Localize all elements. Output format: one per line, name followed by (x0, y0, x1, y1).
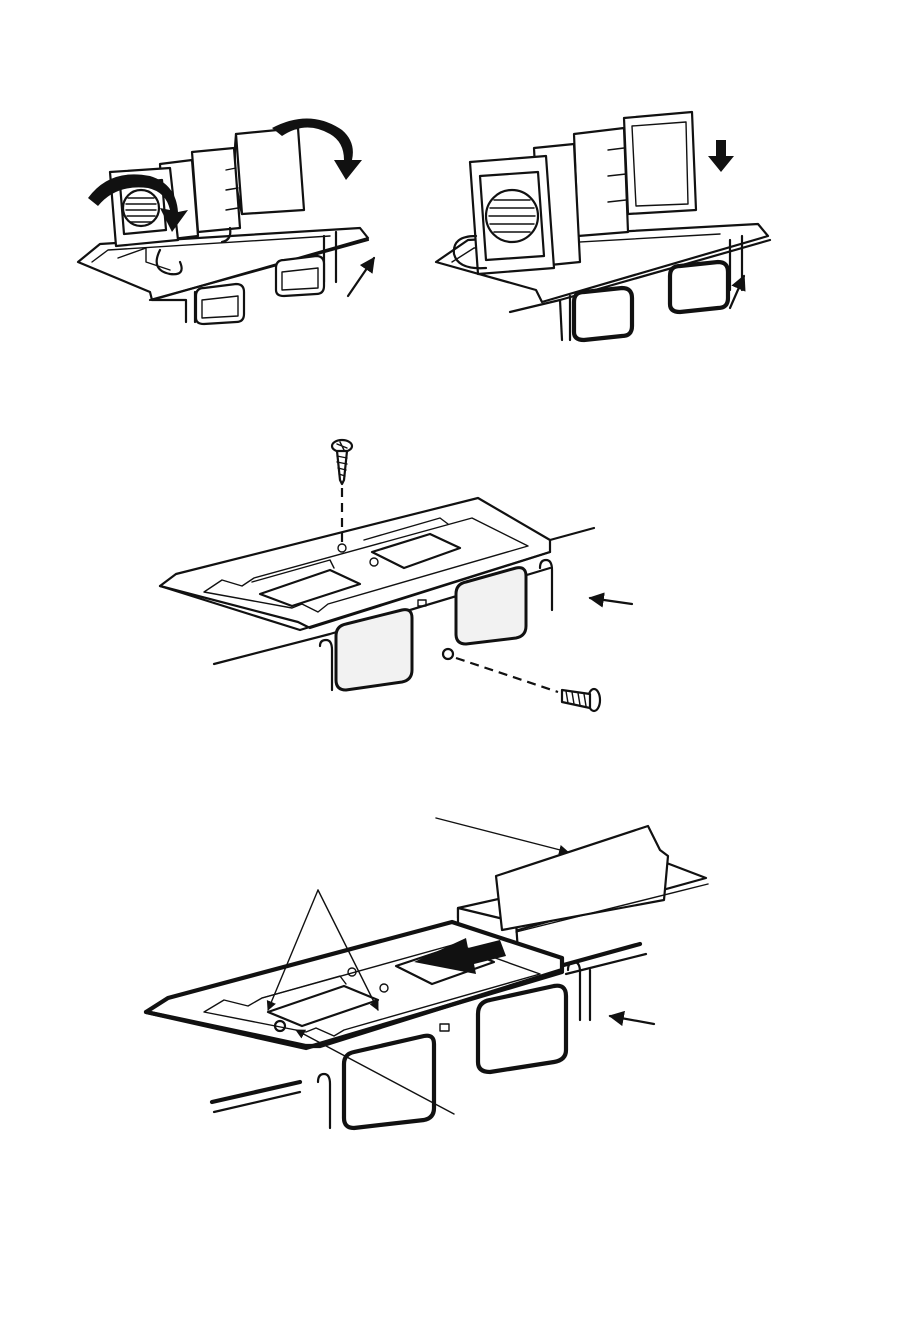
vent-window-left (574, 288, 632, 340)
pointer-arrow-4 (610, 1016, 654, 1024)
vent-window-right (478, 986, 566, 1072)
figure-3-remove-screws (160, 440, 632, 711)
vent-window-right (670, 262, 728, 312)
figure-4-slide-plate (146, 818, 708, 1128)
down-arrow (708, 140, 734, 172)
screw-top (332, 440, 352, 484)
vent-window-right (276, 256, 324, 296)
screw-hole (443, 649, 453, 659)
pointer-arrow-1 (348, 258, 374, 296)
cover-panel (458, 826, 708, 952)
vent-window-left (196, 284, 244, 324)
pointer-arrow-2 (730, 276, 744, 308)
figure-2-lower-motor (436, 112, 770, 340)
screw-path-side (456, 658, 558, 692)
figure-1-rotate-motor (78, 118, 374, 324)
vent-window-left (344, 1036, 434, 1128)
pointer-arrow-3 (590, 598, 632, 604)
vent-window-left (336, 610, 412, 690)
screw-side (562, 689, 600, 711)
leader-line-cover (436, 818, 568, 852)
